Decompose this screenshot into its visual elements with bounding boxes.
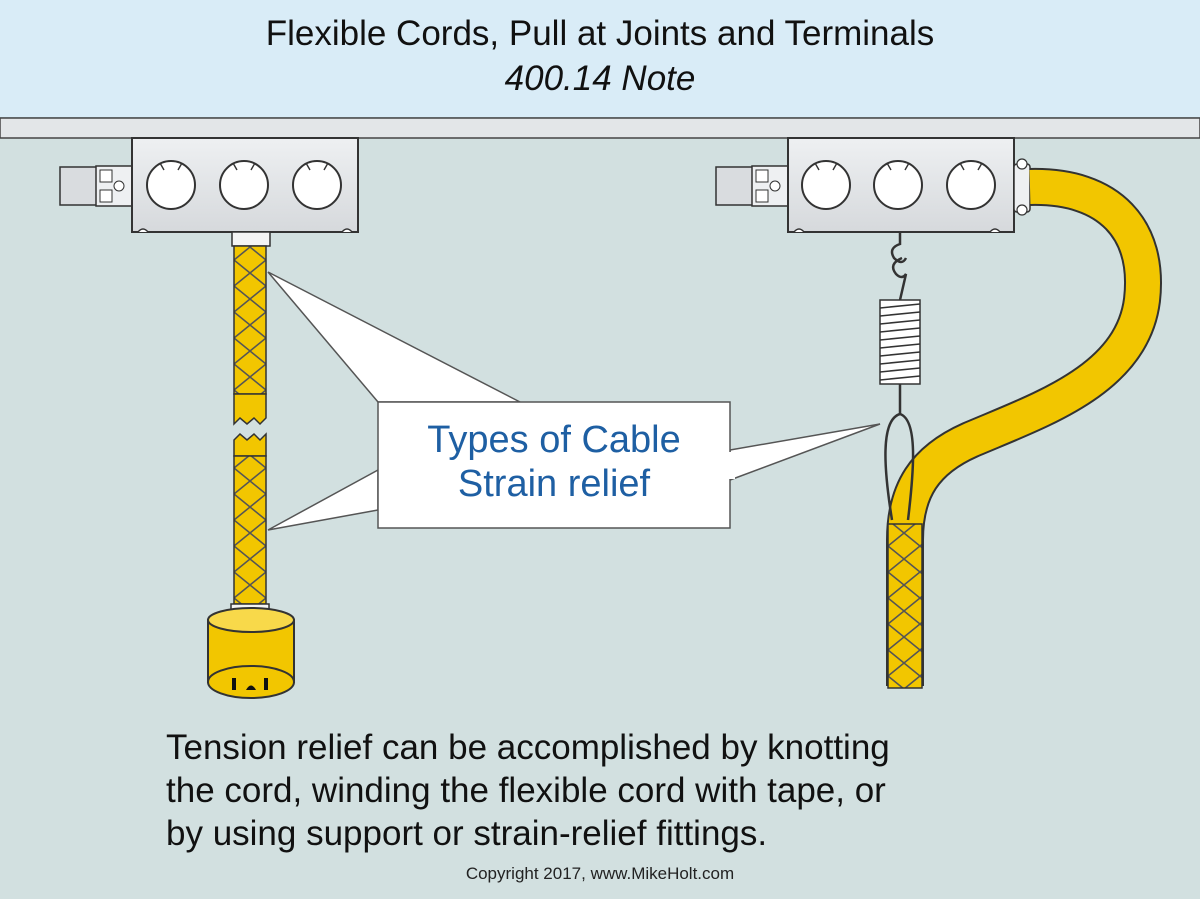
left-conduit	[59, 166, 101, 206]
ceiling	[0, 117, 1200, 139]
caption-line-2: the cord, winding the flexible cord with…	[166, 771, 886, 810]
callout-label: Types of Cable Strain relief	[378, 418, 730, 506]
left-mesh-grip-lower	[233, 455, 267, 605]
right-junction-box-group	[715, 137, 1162, 698]
right-grip-bail	[884, 412, 915, 521]
caption-line-1: Tension relief can be accomplished by kn…	[166, 728, 890, 767]
caption-line-3: by using support or strain-relief fittin…	[166, 814, 768, 853]
right-mesh-grip	[887, 523, 923, 689]
copyright-notice: Copyright 2017, www.MikeHolt.com	[465, 864, 735, 883]
callout-bubble	[267, 271, 881, 531]
spring-icon	[879, 232, 921, 414]
callout-line-2: Strain relief	[457, 463, 651, 505]
header-banner: Flexible Cords, Pull at Joints and Termi…	[0, 0, 1200, 119]
page-subtitle: 400.14 Note	[504, 59, 696, 98]
callout-line-1: Types of Cable	[427, 419, 681, 461]
left-junction-box-group	[59, 137, 359, 699]
left-mesh-grip-upper	[233, 245, 267, 395]
right-conduit	[715, 166, 757, 206]
receptacle-icon	[207, 607, 295, 699]
caption-text: Tension relief can be accomplished by kn…	[166, 726, 1166, 855]
page-title: Flexible Cords, Pull at Joints and Termi…	[265, 14, 935, 53]
